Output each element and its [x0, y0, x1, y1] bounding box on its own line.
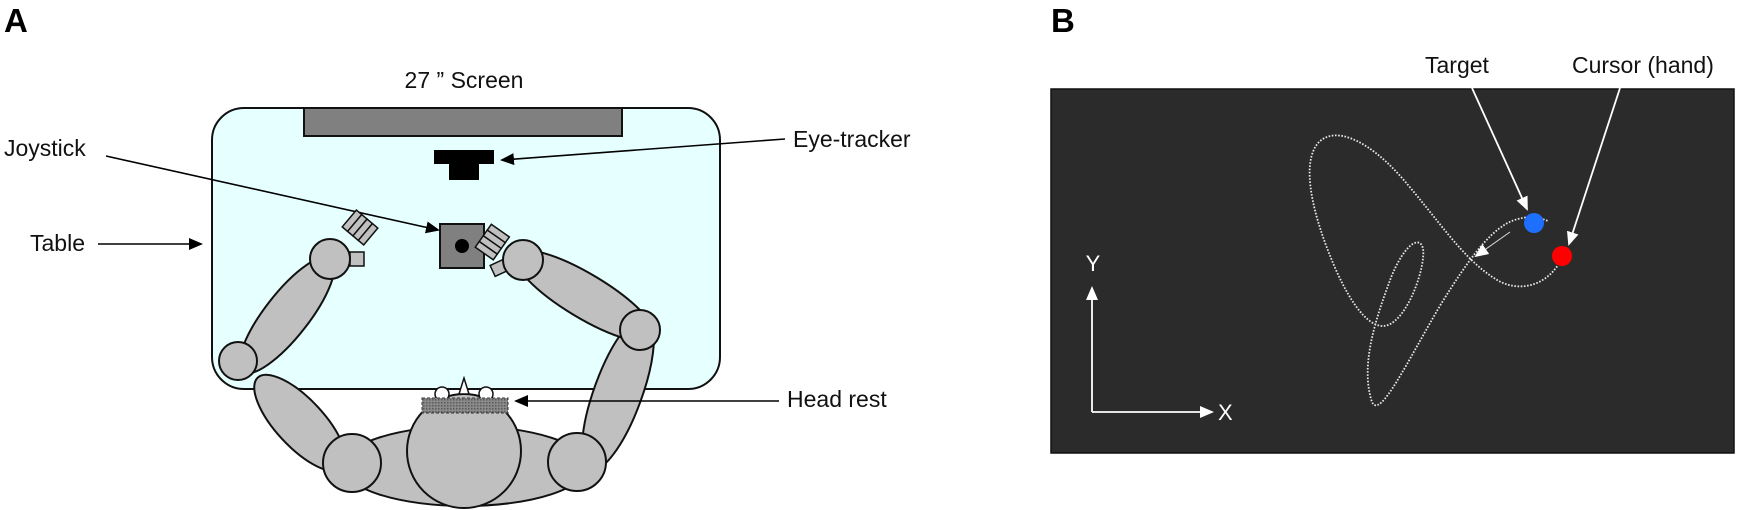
- eye-tracker-label: Eye-tracker: [793, 126, 911, 152]
- joystick-label: Joystick: [4, 135, 86, 161]
- target-trajectory: [1308, 134, 1563, 407]
- left-elbow: [218, 341, 258, 381]
- y-axis-label: Y: [1086, 251, 1101, 276]
- task-display: [1050, 88, 1735, 454]
- head-rest: [421, 397, 509, 414]
- screen-label: 27 ” Screen: [405, 67, 524, 93]
- left-wrist: [309, 238, 351, 280]
- x-axis-label: X: [1218, 400, 1233, 425]
- eye-tracker: [434, 150, 494, 180]
- panel-a: A 27 ” Screen Eye-tracker Joystick Table: [4, 2, 911, 509]
- cursor-arrow: [1567, 87, 1621, 246]
- subject-body: [218, 208, 661, 509]
- panel-b: B Target Cursor (hand) Y X: [1050, 2, 1735, 454]
- cursor-dot: [1552, 246, 1572, 266]
- panel-b-letter: B: [1051, 2, 1075, 39]
- target-arrow: [1471, 87, 1528, 211]
- right-hand: [474, 223, 511, 278]
- panel-a-letter: A: [4, 2, 28, 39]
- right-wrist: [502, 239, 544, 281]
- head-rest-label: Head rest: [787, 386, 887, 412]
- left-hand: [341, 208, 379, 267]
- screen: [303, 107, 623, 137]
- joystick-arrow: [105, 155, 440, 234]
- left-shoulder: [322, 433, 382, 493]
- right-shoulder: [547, 432, 607, 492]
- target-dot: [1524, 213, 1544, 233]
- target-label: Target: [1425, 52, 1490, 78]
- direction-arrow: [1474, 231, 1511, 258]
- table-label: Table: [30, 230, 85, 256]
- cursor-label: Cursor (hand): [1572, 52, 1714, 78]
- eye-tracker-arrow: [500, 138, 786, 166]
- right-elbow: [619, 309, 661, 351]
